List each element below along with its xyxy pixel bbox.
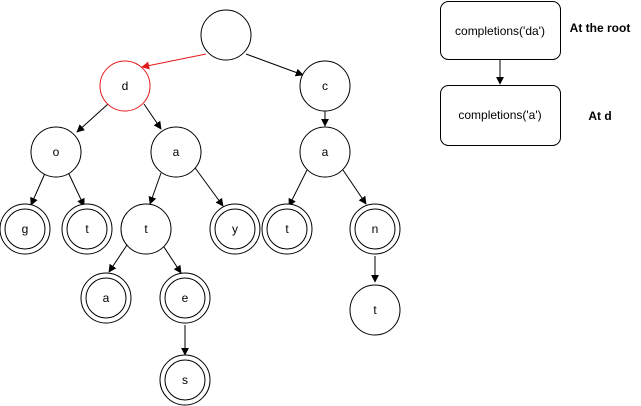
- root-node: [200, 9, 252, 61]
- node-a2-inner: [85, 277, 127, 319]
- edge-d-a: [143, 103, 162, 130]
- label-o: o: [53, 145, 60, 159]
- node-s-inner: [164, 359, 206, 401]
- node-g-inner: [4, 208, 46, 250]
- edge-root-d: [141, 53, 207, 70]
- edge-a-t: [148, 172, 162, 205]
- nodes: [0, 9, 401, 406]
- label-at-root: At the root: [570, 21, 631, 35]
- label-n: n: [372, 222, 379, 236]
- edge-o-t: [67, 171, 85, 207]
- node-o: [30, 126, 82, 178]
- label-a3: a: [322, 145, 329, 159]
- node-t4: [349, 284, 401, 336]
- label-s: s: [182, 373, 188, 387]
- node-c: [299, 60, 351, 112]
- call-boxes: [440, 1, 561, 146]
- node-t1-inner: [66, 208, 108, 250]
- node-a3: [299, 126, 351, 178]
- node-e-inner: [164, 277, 206, 319]
- node-n-inner: [354, 208, 396, 250]
- label-d: d: [122, 79, 129, 93]
- label-at-d: At d: [588, 109, 611, 123]
- node-labels: d o a g t t y a e s c a t n t: [22, 79, 379, 387]
- call-box-a-label: completions('a'): [458, 108, 541, 122]
- call-box-da-label: completions('da'): [455, 24, 545, 38]
- edge-t-a: [108, 241, 130, 273]
- label-t2: t: [144, 222, 148, 236]
- label-t1: t: [85, 222, 89, 236]
- side-labels: At the root At d: [570, 21, 631, 123]
- call-box-labels: completions('da') completions('a'): [455, 24, 545, 122]
- call-box-a: [440, 85, 561, 146]
- label-t4: t: [373, 303, 377, 317]
- node-a: [150, 126, 202, 178]
- label-g: g: [22, 222, 29, 236]
- label-a2: a: [103, 291, 110, 305]
- edge-a-n: [342, 169, 367, 205]
- label-c: c: [322, 79, 328, 93]
- node-y-inner: [214, 208, 256, 250]
- label-t3: t: [285, 222, 289, 236]
- label-e: e: [182, 291, 189, 305]
- label-a: a: [173, 145, 180, 159]
- edge-t-e: [161, 243, 182, 274]
- edge-root-c: [245, 53, 304, 77]
- label-y: y: [232, 222, 238, 236]
- node-t2: [120, 203, 172, 255]
- edge-d-o: [76, 103, 109, 133]
- call-box-da: [440, 1, 561, 60]
- edge-a-y: [192, 164, 224, 207]
- edges: [30, 53, 504, 356]
- node-t3-inner: [266, 208, 308, 250]
- edge-a-t3: [288, 169, 308, 207]
- node-d: [99, 60, 151, 112]
- edge-o-g: [30, 170, 47, 206]
